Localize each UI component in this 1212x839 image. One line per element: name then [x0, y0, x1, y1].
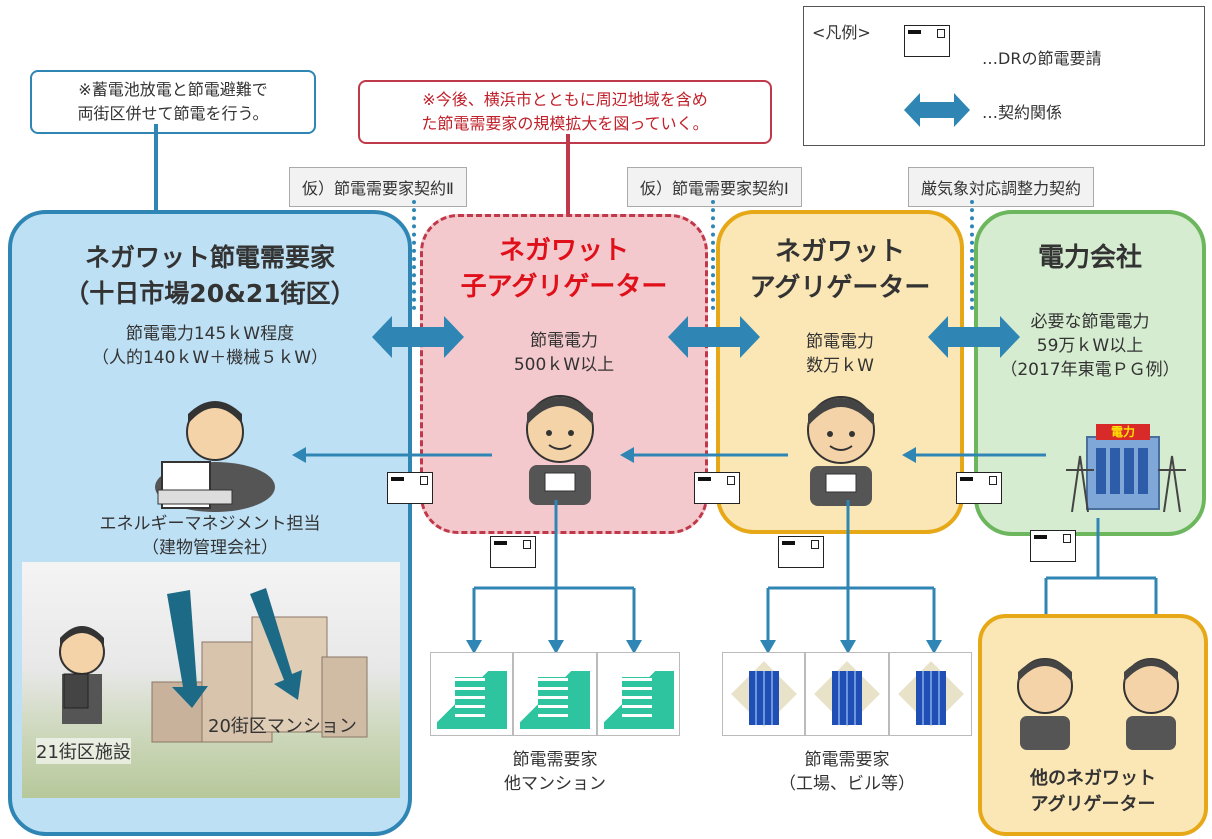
staff-label-line-1: エネルギーマネジメント担当 [99, 514, 321, 534]
contract-arrow-sub-agg [668, 316, 760, 358]
sub-aggregator-title-line-2: 子アグリゲーター [460, 272, 668, 302]
other-aggregator-person-icon [1123, 658, 1179, 750]
sub-aggregator-body-line-1: 節電電力 [530, 331, 598, 351]
factories-label-line-1: 節電需要家 [804, 750, 890, 770]
consumer-title-line-2: （十日市場20&21街区） [64, 279, 356, 308]
site-21-label: 21街区施設 [36, 738, 131, 764]
factories-label: 節電需要家 （工場、ビル等） [722, 748, 972, 796]
aggregator-person-icon [807, 396, 875, 506]
sub-aggregator-body: 節電電力 500ｋW以上 [423, 329, 705, 377]
utility-title: 電力会社 [1037, 243, 1142, 273]
note-center-line-1: ※今後、横浜市とともに周辺地域を含め [422, 90, 708, 109]
contract-arrow-consumer-sub [372, 316, 464, 358]
consumer-body: 節電電力145ｋW程度 （人的140ｋW＋機械５ｋW） [12, 322, 408, 370]
staff-label-line-2: （建物管理会社） [142, 538, 278, 558]
person-at-laptop-icon [155, 401, 275, 512]
aggregator-body-line-2: 数万ｋW [806, 356, 874, 376]
other-aggregators-box: 他のネガワット アグリゲーター [978, 614, 1208, 836]
power-tower-icon [1066, 455, 1186, 512]
other-aggregators-label-line-2: アグリゲーター [1030, 794, 1156, 815]
consumer-body-line-2: （人的140ｋW＋機械５ｋW） [91, 348, 329, 368]
staff-label: エネルギーマネジメント担当 （建物管理会社） [12, 512, 408, 560]
note-left-connector [154, 124, 158, 214]
request-envelope-icon [694, 472, 740, 504]
note-center-line-2: た節電需要家の規模拡大を図っていく。 [421, 114, 709, 133]
utility-box: 電力会社 必要な節電電力 59万ｋW以上 （2017年東電ＰＧ例） 電力 [974, 210, 1206, 536]
note-left-line-2: 両街区併せて節電を行う。 [77, 104, 269, 123]
other-aggregators-label: 他のネガワット アグリゲーター [982, 766, 1204, 818]
contract-label-2: 仮）節電需要家契約Ⅱ [289, 167, 467, 207]
office-building-icon [722, 652, 806, 736]
sub-aggregator-body-line-2: 500ｋW以上 [513, 355, 615, 375]
utility-body: 必要な節電電力 59万ｋW以上 （2017年東電ＰＧ例） [978, 310, 1202, 382]
aggregator-title-line-2: アグリゲーター [749, 273, 931, 303]
mansion-icons [430, 652, 680, 736]
office-building-icon [805, 652, 889, 736]
utility-body-line-2: 59万ｋW以上 [1036, 336, 1144, 356]
contract-line-1 [711, 200, 715, 310]
sub-aggregator-person-icon [526, 395, 594, 505]
mansions-label: 節電需要家 他マンション [430, 748, 680, 796]
aggregator-box: ネガワット アグリゲーター 節電電力 数万ｋW [716, 210, 964, 534]
envelope-icon [904, 25, 950, 57]
contract-line-3 [970, 200, 974, 310]
note-center-connector [566, 134, 570, 214]
consumer-body-line-1: 節電電力145ｋW程度 [125, 324, 295, 344]
site-aerial-image: 21街区施設 20街区マンション [22, 562, 400, 798]
other-aggregators-label-line-1: 他のネガワット [1030, 768, 1156, 789]
factories-label-line-2: （工場、ビル等） [779, 774, 915, 794]
request-envelope-icon [490, 536, 536, 568]
legend-request-label: …DRの節電要請 [982, 49, 1102, 68]
utility-body-line-1: 必要な節電電力 [1030, 312, 1150, 332]
site-20-label: 20街区マンション [208, 716, 357, 737]
aggregator-body-line-1: 節電電力 [806, 332, 874, 352]
note-left-line-1: ※蓄電池放電と節電避難で [78, 80, 268, 99]
consumer-title: ネガワット節電需要家 （十日市場20&21街区） [12, 240, 408, 312]
mansion-icon [513, 652, 597, 736]
sub-aggregator-title-line-1: ネガワット [498, 236, 629, 266]
mansions-label-line-2: 他マンション [504, 774, 606, 794]
mansions-label-line-1: 節電需要家 [512, 750, 598, 770]
mansion-icon [596, 652, 680, 736]
contract-line-2 [412, 200, 416, 310]
building-windows [1096, 448, 1150, 494]
legend-title: <凡例> [812, 23, 871, 42]
aggregator-title-line-1: ネガワット [774, 237, 905, 267]
aggregator-body: 節電電力 数万ｋW [720, 330, 960, 378]
utility-body-line-3: （2017年東電ＰＧ例） [1000, 360, 1180, 380]
sub-aggregator-box: ネガワット 子アグリゲーター 節電電力 500ｋW以上 [420, 214, 708, 534]
contract-arrow-agg-utility [928, 316, 1020, 358]
note-left: ※蓄電池放電と節電避難で 両街区併せて節電を行う。 [30, 70, 316, 134]
request-envelope-icon [387, 472, 433, 504]
factory-icons [722, 652, 972, 736]
office-building-icon [888, 652, 972, 736]
sub-aggregator-title: ネガワット 子アグリゲーター [423, 233, 705, 305]
request-envelope-icon [778, 536, 824, 568]
building-sign: 電力 [1096, 424, 1150, 440]
buildings-illustration [59, 588, 368, 743]
other-aggregator-person-icon [1017, 658, 1073, 750]
contract-label-3: 厳気象対応調整力契約 [908, 167, 1095, 207]
request-envelope-icon [1030, 530, 1076, 562]
note-center: ※今後、横浜市とともに周辺地域を含め た節電需要家の規模拡大を図っていく。 [358, 80, 772, 144]
request-envelope-icon [956, 472, 1002, 504]
consumer-title-line-1: ネガワット節電需要家 [84, 243, 335, 272]
power-company-building-icon: 電力 [1086, 424, 1160, 510]
legend-contract-label: …契約関係 [982, 103, 1063, 122]
aggregator-title: ネガワット アグリゲーター [720, 234, 960, 306]
double-arrow-icon [904, 93, 970, 127]
consumer-box: ネガワット節電需要家 （十日市場20&21街区） 節電電力145ｋW程度 （人的… [8, 210, 412, 836]
mansion-icon [430, 652, 514, 736]
legend-box: <凡例> …DRの節電要請 …契約関係 [803, 6, 1205, 146]
